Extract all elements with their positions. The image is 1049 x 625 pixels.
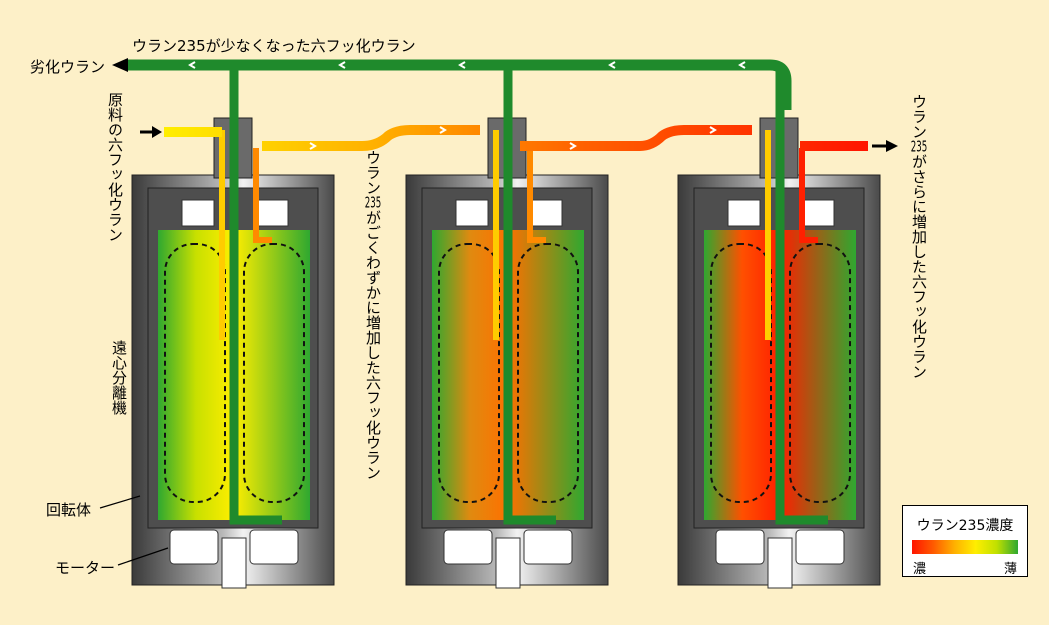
centrifuge-label: 遠心分離機 [110, 340, 128, 415]
rotor-right-half [234, 230, 310, 520]
circulation-loop [517, 243, 579, 503]
bearing [255, 199, 289, 227]
slight-enrich-num: 235 [364, 195, 382, 210]
enriched-num: 235 [910, 139, 928, 154]
motor-block [443, 529, 493, 565]
bearing [801, 199, 835, 227]
rotor-pointer-line [99, 495, 141, 509]
enriched-label: ウラン235がさらに増加した六フッ化ウラン [910, 94, 928, 379]
flow-chevron [608, 61, 616, 69]
depleted-scoop-tube [775, 65, 828, 525]
legend-low-label: 薄 [1003, 562, 1017, 577]
legend-title: ウラン235濃度 [916, 518, 1014, 534]
feed-label: 原料の六フッ化ウラン [106, 92, 124, 242]
flow-chevron [458, 61, 466, 69]
feed-input-arrow-head [152, 126, 162, 138]
circulation-loop [164, 243, 226, 503]
enriched-scoop-tube [799, 148, 818, 243]
feed-header-pipe [164, 125, 868, 151]
depleted-scoop-tube [229, 65, 282, 525]
slight-enrich-text-a: ウラン [364, 150, 382, 195]
circulation-loop [789, 243, 851, 503]
motor-block [249, 529, 299, 565]
bearing [181, 199, 215, 227]
depleted-scoop-tube [503, 65, 556, 525]
centrifuge-unit [677, 65, 881, 589]
motor-label: モーター [55, 559, 116, 577]
flow-chevron [709, 126, 717, 134]
rotor-right-half [780, 230, 856, 520]
motor-shaft [495, 537, 521, 589]
motor-shaft [767, 537, 793, 589]
depleted-output-arrow [112, 58, 128, 72]
rotor-right-half [508, 230, 584, 520]
motor-block [523, 529, 573, 565]
concentration-legend: ウラン235濃度 濃 薄 [902, 505, 1028, 577]
enriched-text-b: がさらに増加した六フッ化ウラン [910, 154, 928, 379]
motor-shaft [221, 537, 247, 589]
legend-high-label: 濃 [913, 562, 927, 577]
flow-chevron [738, 61, 746, 69]
slight-enrich-label: ウラン235がごくわずかに増加した六フッ化ウラン [364, 150, 382, 480]
feed-label-text: 原料の六フッ化ウラン [106, 92, 124, 242]
circulation-loop [438, 243, 500, 503]
flow-chevron [569, 142, 577, 150]
motor-pointer-line [117, 547, 169, 566]
rotor-label: 回転体 [46, 501, 92, 519]
flow-chevron [338, 61, 346, 69]
motor-block [169, 529, 219, 565]
flow-chevron [188, 61, 196, 69]
circulation-loop [710, 243, 772, 503]
flow-chevron [309, 142, 317, 150]
bearing [455, 199, 489, 227]
slight-enrich-text-b: がごくわずかに増加した六フッ化ウラン [364, 210, 382, 480]
depleted-flow-label: ウラン235が少なくなった六フッ化ウラン [132, 37, 416, 55]
bearing [529, 199, 563, 227]
circulation-loop [243, 243, 305, 503]
enriched-output-arrow-head [886, 140, 898, 152]
enriched-text-a: ウラン [910, 94, 928, 139]
enriched-scoop-tube [527, 148, 546, 243]
bearing [727, 199, 761, 227]
centrifuge-unit [405, 65, 609, 589]
legend-color-bar [912, 540, 1018, 554]
depleted-uranium-label: 劣化ウラン [30, 58, 106, 76]
flow-chevron [439, 126, 447, 134]
motor-block [715, 529, 765, 565]
depleted-header-pipe [128, 59, 792, 110]
enriched-scoop-tube [253, 148, 272, 243]
motor-block [795, 529, 845, 565]
centrifuge-unit [131, 65, 335, 589]
